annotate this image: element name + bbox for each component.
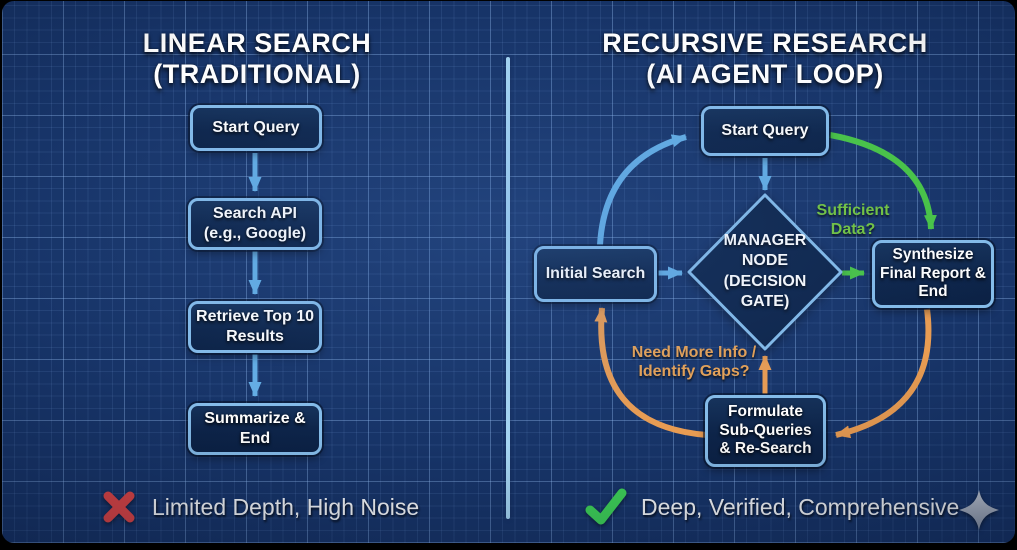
flow-node-search-api: Search API (e.g., Google) [188,198,322,250]
manager-node-label: MANAGER NODE (DECISION GATE) [723,232,807,311]
flow-node-summarize-end: Summarize & End [188,403,322,455]
green-check-icon [585,488,627,525]
arrow-initial-to-start-curve [597,134,687,246]
right-title-line1: RECURSIVE RESEARCH [602,28,928,58]
node-label: Formulate [728,402,803,420]
node-label: Search API [213,205,297,223]
node-label: Results [226,328,284,345]
flow-node-initial-search: Initial Search [534,246,657,302]
node-label: End [239,430,271,447]
sparkle-icon [959,490,999,530]
sufficient-data-label: Sufficient Data? [816,202,890,238]
left-panel-title: LINEAR SEARCH (TRADITIONAL) [67,28,447,91]
arrow-synthesize-to-formulate-curve [835,308,932,439]
right-title-line2: (AI AGENT LOOP) [646,59,884,90]
node-label: & Re-Search [719,440,812,458]
node-label: Initial Search [545,265,646,283]
flow-node-start-query-left: Start Query [190,105,322,151]
red-x-icon [103,491,135,523]
left-title-line1: LINEAR SEARCH [142,28,372,58]
node-label: Retrieve Top 10 [196,308,314,326]
node-label: End [918,283,948,301]
node-label: Start Query [212,119,300,137]
node-label: Synthesize [892,245,974,263]
right-verdict-row: Deep, Verified, Comprehensive [585,488,959,526]
panel-divider [506,57,510,519]
right-verdict-text: Deep, Verified, Comprehensive [641,493,960,520]
node-label: Sub-Queries [719,421,812,439]
left-verdict-row: Limited Depth, High Noise [100,488,419,526]
need-more-info-label: Need More Info / Identify Gaps? [631,344,757,380]
flow-node-retrieve-results: Retrieve Top 10 Results [188,301,322,353]
node-label: Summarize & [204,410,306,428]
flow-node-start-query-right: Start Query [701,106,829,156]
node-label: Start Query [721,122,809,140]
node-label: (e.g., Google) [203,225,307,242]
left-title-line2: (TRADITIONAL) [153,59,361,90]
left-verdict-text: Limited Depth, High Noise [152,493,420,520]
flow-node-formulate-subqueries: Formulate Sub-Queries & Re-Search [705,395,826,467]
node-label: Final Report & [880,264,986,282]
flow-node-synthesize-report: Synthesize Final Report & End [872,240,994,308]
right-panel-title: RECURSIVE RESEARCH (AI AGENT LOOP) [567,28,963,91]
